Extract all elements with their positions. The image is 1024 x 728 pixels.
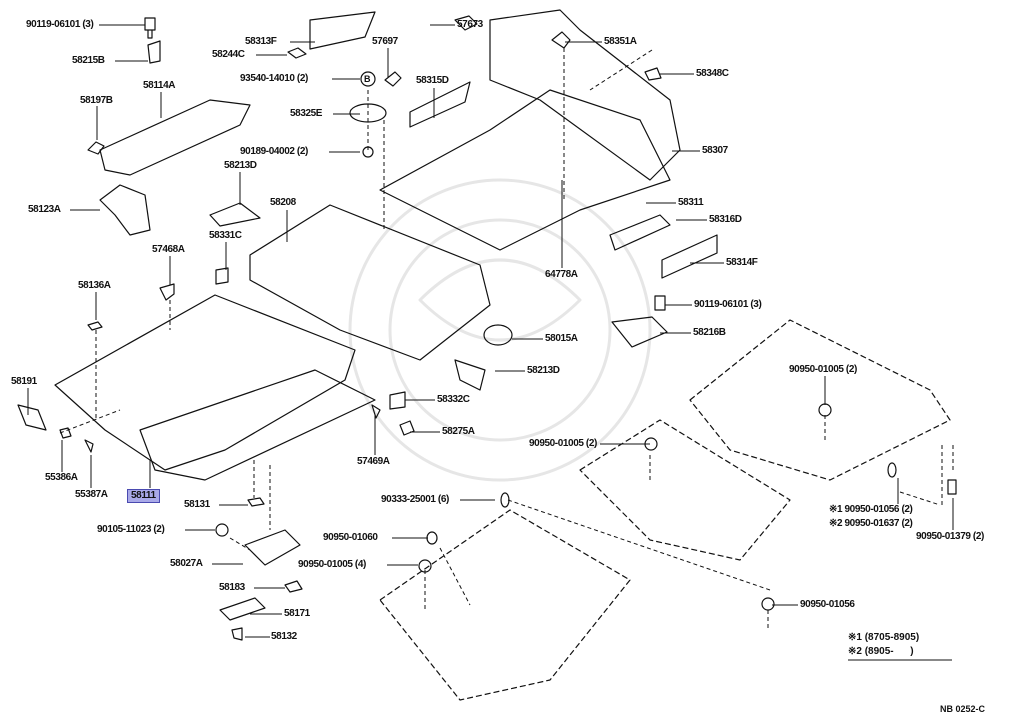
part-label[interactable]: 90105-11023 (2) <box>97 524 165 535</box>
part-label[interactable]: 58191 <box>11 376 37 387</box>
part-label[interactable]: 58307 <box>702 145 728 156</box>
part-label[interactable]: 90950-01005 (2) <box>529 438 597 449</box>
part-label[interactable]: 58348C <box>696 68 729 79</box>
part-label[interactable]: 58132 <box>271 631 297 642</box>
part-label[interactable]: 58123A <box>28 204 61 215</box>
part-label[interactable]: 58316D <box>709 214 742 225</box>
part-label[interactable]: 58325E <box>290 108 323 119</box>
part-label[interactable]: 58171 <box>284 608 310 619</box>
part-label[interactable]: 58197B <box>80 95 113 106</box>
part-label[interactable]: 93540-14010 (2) <box>240 73 308 84</box>
part-label[interactable]: 58313F <box>245 36 277 47</box>
part-label[interactable]: 58208 <box>270 197 296 208</box>
part-label[interactable]: ※2 90950-01637 (2) <box>829 518 913 529</box>
part-label[interactable]: 58332C <box>437 394 470 405</box>
part-label[interactable]: 90950-01379 (2) <box>916 531 984 542</box>
part-label[interactable]: 90119-06101 (3) <box>694 299 762 310</box>
large-panels <box>54 9 951 701</box>
part-label[interactable]: 90950-01056 <box>800 599 855 610</box>
small-parts <box>17 15 957 641</box>
part-label[interactable]: 58314F <box>726 257 758 268</box>
part-label[interactable]: 58114A <box>143 80 176 91</box>
part-label[interactable]: 57673 <box>457 19 483 30</box>
watermark <box>348 178 652 482</box>
part-label[interactable]: 58027A <box>170 558 203 569</box>
footnote-2: ※2 (8905- ) <box>848 646 914 657</box>
part-label[interactable]: 58215B <box>72 55 105 66</box>
part-label[interactable]: 55387A <box>75 489 108 500</box>
part-label[interactable]: 90950-01005 (2) <box>789 364 857 375</box>
part-label[interactable]: 90333-25001 (6) <box>381 494 449 505</box>
part-label[interactable]: 90189-04002 (2) <box>240 146 308 157</box>
part-label[interactable]: 58331C <box>209 230 242 241</box>
part-label[interactable]: 58183 <box>219 582 245 593</box>
part-label[interactable]: 64778A <box>545 269 578 280</box>
part-label[interactable]: 90950-01005 (4) <box>298 559 366 570</box>
part-label[interactable]: 58315D <box>416 75 449 86</box>
part-label[interactable]: 58351A <box>604 36 637 47</box>
part-label-selected[interactable]: 58111 <box>127 489 160 503</box>
part-label[interactable]: 58275A <box>442 426 475 437</box>
part-label[interactable]: 58213D <box>527 365 560 376</box>
part-label[interactable]: 58015A <box>545 333 578 344</box>
part-label[interactable]: 90119-06101 (3) <box>26 19 94 30</box>
dashed-lines <box>59 48 954 630</box>
part-label[interactable]: 58311 <box>678 197 704 208</box>
part-label[interactable]: 57468A <box>152 244 185 255</box>
part-label[interactable]: 57697 <box>372 36 398 47</box>
part-label[interactable]: 90950-01060 <box>323 532 378 543</box>
diagram-reference: NB 0252-C <box>940 704 986 714</box>
leader-lines <box>27 24 954 661</box>
circle-marker-label: B <box>364 74 371 84</box>
part-label[interactable]: ※1 90950-01056 (2) <box>829 504 913 515</box>
part-label[interactable]: 58213D <box>224 160 257 171</box>
part-label[interactable]: 58131 <box>184 499 210 510</box>
part-label[interactable]: 55386A <box>45 472 78 483</box>
footnote-1: ※1 (8705-8905) <box>848 632 920 643</box>
part-label[interactable]: 58216B <box>693 327 726 338</box>
part-label[interactable]: 58244C <box>212 49 245 60</box>
part-label[interactable]: 58136A <box>78 280 111 291</box>
part-label[interactable]: 57469A <box>357 456 390 467</box>
